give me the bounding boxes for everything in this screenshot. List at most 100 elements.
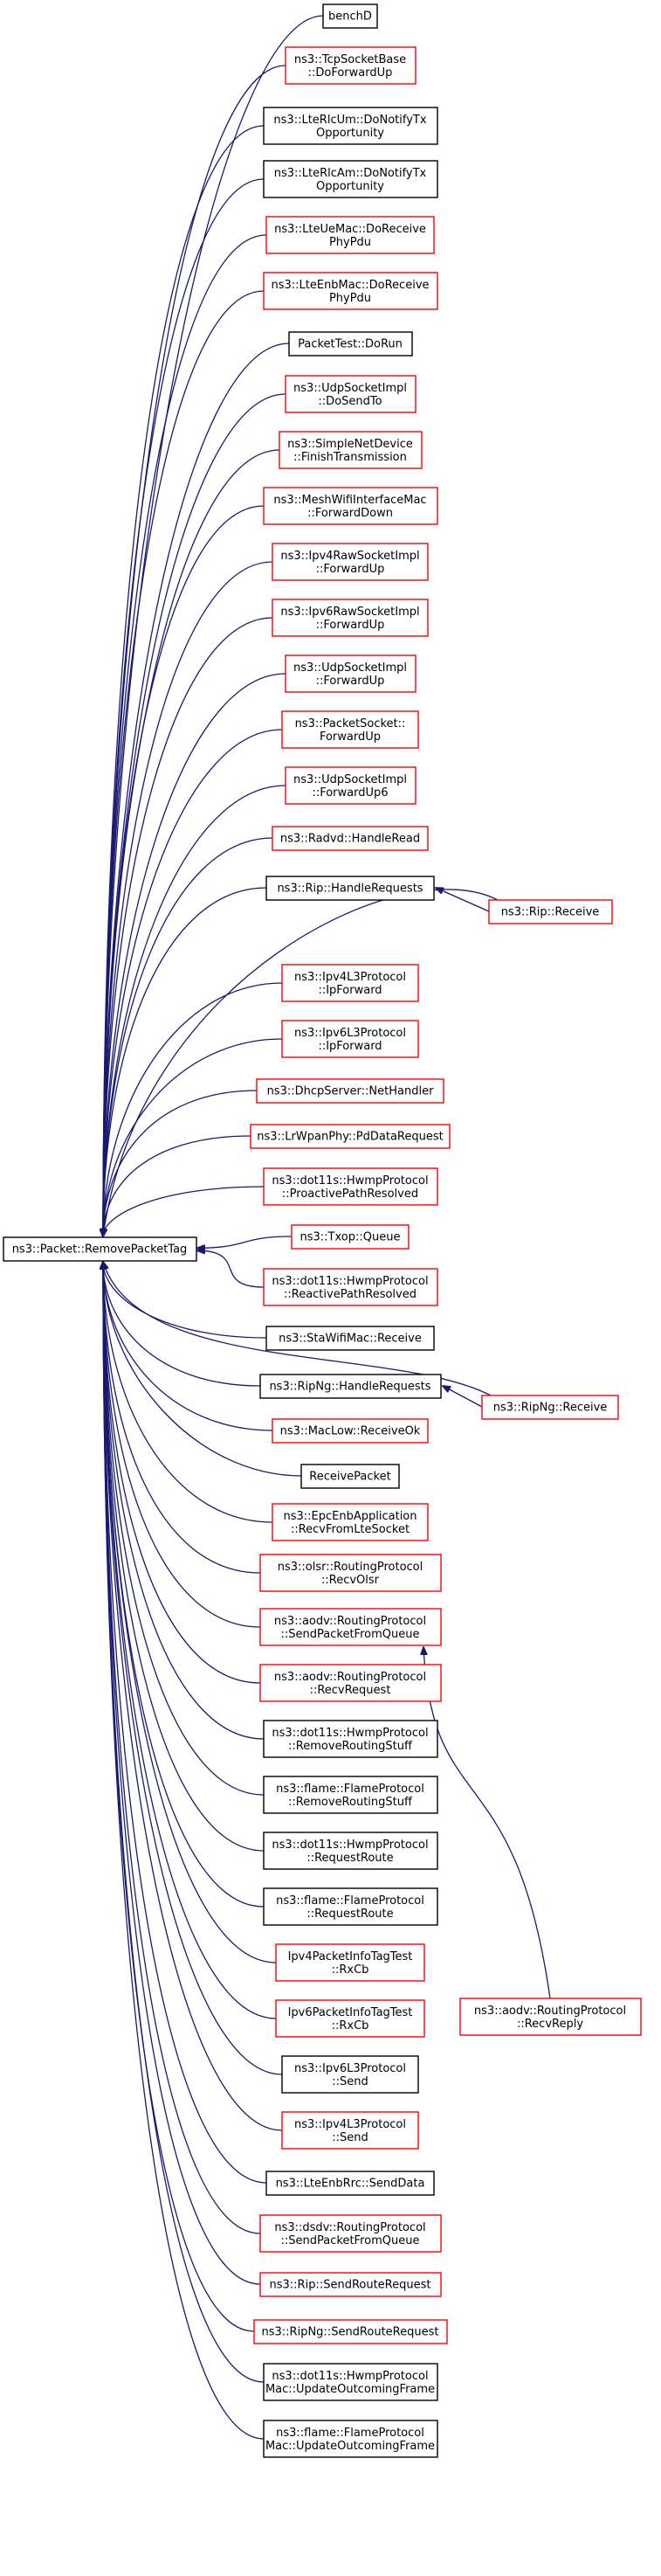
node-label: ReceivePacket xyxy=(309,1471,390,1484)
node-label: ::SendPacketFromQueue xyxy=(281,2234,420,2247)
caller-function-node[interactable]: ns3::TcpSocketBase::DoForwardUp xyxy=(285,46,417,85)
caller-function-node[interactable]: ns3::Ipv6RawSocketImpl::ForwardUp xyxy=(272,599,429,637)
node-box xyxy=(263,1776,438,1814)
caller-function-node[interactable]: ns3::UdpSocketImpl::DoSendTo xyxy=(285,375,417,413)
caller-function-node[interactable]: PacketTest::DoRun xyxy=(288,331,413,357)
node-box xyxy=(285,654,417,693)
node-box xyxy=(272,826,429,851)
node-label: ns3::dot11s::HwmpProtocol xyxy=(272,2370,428,2383)
caller-function-node[interactable]: ns3::MeshWifiInterfaceMac::ForwardDown xyxy=(263,487,438,525)
node-box xyxy=(256,1078,444,1104)
caller-function-node[interactable]: ns3::dot11s::HwmpProtocolMac::UpdateOutc… xyxy=(263,2363,438,2401)
caller-function-node[interactable]: ns3::PacketSocket::ForwardUp xyxy=(281,710,419,749)
caller-function-node[interactable]: ns3::dot11s::HwmpProtocol::ReactivePathR… xyxy=(263,1268,438,1306)
node-box xyxy=(259,1608,442,1646)
caller-function-node[interactable]: ns3::dot11s::HwmpProtocol::ProactivePath… xyxy=(263,1167,438,1206)
call-edge xyxy=(103,1135,251,1236)
caller-function-node[interactable]: ns3::Rip::SendRouteRequest xyxy=(259,2272,442,2297)
caller-function-node[interactable]: ns3::dot11s::HwmpProtocol::RequestRoute xyxy=(263,1832,438,1870)
node-label: ns3::aodv::RoutingProtocol xyxy=(274,1671,426,1684)
caller-function-node[interactable]: ns3::flame::FlameProtocol::RequestRoute xyxy=(263,1887,438,1926)
node-label: ::SendPacketFromQueue xyxy=(281,1628,420,1641)
caller-function-node[interactable]: ns3::dot11s::HwmpProtocol::RemoveRouting… xyxy=(263,1720,438,1758)
caller-function-node[interactable]: ns3::Ipv4L3Protocol::Send xyxy=(281,2111,419,2150)
node-label: ::DoForwardUp xyxy=(308,66,393,80)
node-box xyxy=(285,766,417,805)
caller-function-node[interactable]: ns3::UdpSocketImpl::ForwardUp xyxy=(285,654,417,693)
caller-function-node[interactable]: ns3::Ipv6L3Protocol::IpForward xyxy=(281,1020,419,1058)
caller-function-node[interactable]: ns3::RipNg::HandleRequests xyxy=(259,1374,442,1399)
caller-function-node[interactable]: ns3::UdpSocketImpl::ForwardUp6 xyxy=(285,766,417,805)
node-box xyxy=(281,710,419,749)
caller-function-node[interactable]: ns3::StaWifiMac::Receive xyxy=(265,1326,435,1351)
caller-function-node[interactable]: ReceivePacket xyxy=(300,1464,400,1489)
root-function-node: ns3::Packet::RemovePacketTag xyxy=(3,1236,197,1262)
caller-function-node[interactable]: ns3::EpcEnbApplication::RecvFromLteSocke… xyxy=(272,1503,429,1541)
caller-function-node[interactable]: ns3::Radvd::HandleRead xyxy=(272,826,429,851)
caller-function-node[interactable]: ns3::RipNg::SendRouteRequest xyxy=(253,2319,448,2344)
caller-of-caller-node[interactable]: ns3::Rip::Receive xyxy=(488,899,613,924)
caller-function-node[interactable]: ns3::Ipv4RawSocketImpl::ForwardUp xyxy=(272,543,429,581)
caller-function-node[interactable]: Ipv6PacketInfoTagTest::RxCb xyxy=(275,1999,425,2038)
caller-of-caller-node[interactable]: ns3::aodv::RoutingProtocol::RecvReply xyxy=(459,1998,642,2036)
node-label: ::RxCb xyxy=(332,1963,369,1977)
caller-function-node[interactable]: ns3::flame::FlameProtocolMac::UpdateOutc… xyxy=(263,2420,438,2458)
node-label: ns3::olsr::RoutingProtocol xyxy=(278,1561,423,1574)
call-edge xyxy=(103,1262,265,1740)
node-label: ::RecvReply xyxy=(517,2018,583,2031)
caller-function-node[interactable]: Ipv4PacketInfoTagTest::RxCb xyxy=(275,1943,425,1982)
node-box xyxy=(263,1268,438,1306)
call-edge xyxy=(103,505,265,1236)
node-box xyxy=(272,543,429,581)
caller-function-node[interactable]: ns3::SimpleNetDevice::FinishTransmission xyxy=(279,431,423,469)
caller-function-node[interactable]: ns3::olsr::RoutingProtocol::RecvOlsr xyxy=(259,1554,442,1592)
node-label: ::ForwardUp6 xyxy=(312,786,388,800)
node-label: Opportunity xyxy=(316,180,384,193)
call-edge xyxy=(423,1647,551,1999)
node-label: Ipv4PacketInfoTagTest xyxy=(288,1950,413,1963)
node-label: ns3::RipNg::HandleRequests xyxy=(269,1381,430,1394)
node-box xyxy=(281,1020,419,1058)
node-box xyxy=(265,876,435,901)
node-box xyxy=(263,2363,438,2401)
caller-function-node[interactable]: benchD xyxy=(322,3,378,29)
node-label: ns3::flame::FlameProtocol xyxy=(276,1894,424,1908)
caller-function-node[interactable]: ns3::LteEnbRrc::SendData xyxy=(265,2171,435,2196)
caller-function-node[interactable]: ns3::Ipv6L3Protocol::Send xyxy=(281,2055,419,2094)
call-edge xyxy=(103,1262,261,1684)
node-label: ::DoSendTo xyxy=(318,395,382,408)
node-layer: ns3::Packet::RemovePacketTag benchDns3::T… xyxy=(3,3,642,2458)
caller-function-node[interactable]: ns3::dsdv::RoutingProtocol::SendPacketFr… xyxy=(259,2214,442,2253)
caller-function-node[interactable]: ns3::Txop::Queue xyxy=(291,1224,410,1250)
node-box xyxy=(263,487,438,525)
node-label: ::RequestRoute xyxy=(306,1908,393,1921)
node-label: ns3::LteUeMac::DoReceive xyxy=(274,223,426,236)
call-edge xyxy=(103,673,286,1236)
caller-function-node[interactable]: ns3::MacLow::ReceiveOk xyxy=(272,1418,429,1444)
caller-function-node[interactable]: ns3::Ipv4L3Protocol::IpForward xyxy=(281,964,419,1002)
call-edge xyxy=(103,393,286,1236)
node-label: PacketTest::DoRun xyxy=(298,338,403,351)
caller-function-node[interactable]: ns3::aodv::RoutingProtocol::RecvRequest xyxy=(259,1664,442,1702)
caller-function-node[interactable]: ns3::aodv::RoutingProtocol::SendPacketFr… xyxy=(259,1608,442,1646)
caller-function-node[interactable]: ns3::LrWpanPhy::PdDataRequest xyxy=(250,1124,451,1149)
node-box xyxy=(281,2055,419,2094)
call-edge xyxy=(103,1262,265,2440)
caller-function-node[interactable]: ns3::flame::FlameProtocol::RemoveRouting… xyxy=(263,1776,438,1814)
call-edge xyxy=(197,1236,293,1248)
node-label: ::ForwardUp xyxy=(316,619,385,632)
call-edge xyxy=(103,1262,273,1431)
caller-of-caller-node[interactable]: ns3::RipNg::Receive xyxy=(481,1395,619,1420)
caller-function-node[interactable]: ns3::Rip::HandleRequests xyxy=(265,876,435,901)
caller-function-node[interactable]: ns3::DhcpServer::NetHandler xyxy=(256,1078,444,1104)
call-edge xyxy=(443,1386,483,1408)
node-label: ::FinishTransmission xyxy=(293,451,407,464)
node-box xyxy=(285,46,417,85)
node-box xyxy=(275,1943,425,1982)
node-label: ns3::UdpSocketImpl xyxy=(293,661,407,675)
